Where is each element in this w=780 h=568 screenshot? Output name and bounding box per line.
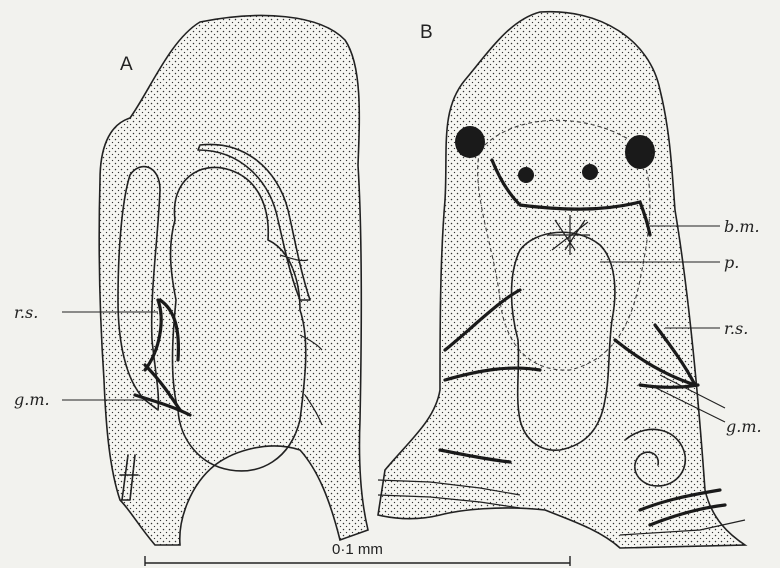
label-gm-left: g.m. [14,390,50,409]
label-rs-left: r.s. [14,303,38,322]
specimen-a-body [99,16,368,545]
label-rs-right: r.s. [724,319,748,338]
specimen-b-spot-right [625,135,655,169]
specimen-b-spot-left [455,126,485,158]
specimen-b-spot-mid-left [518,167,534,183]
label-p: p. [724,253,739,272]
specimen-b-spot-mid-right [582,164,598,180]
panel-letter-a: A [120,54,133,75]
label-bm: b.m. [724,217,760,236]
panel-letter-b: B [420,22,433,43]
specimen-b [378,12,745,548]
specimen-a [99,16,368,545]
label-gm-right: g.m. [726,417,762,436]
specimen-b-body [378,12,745,548]
scale-bar-label: 0·1 mm [332,541,383,558]
